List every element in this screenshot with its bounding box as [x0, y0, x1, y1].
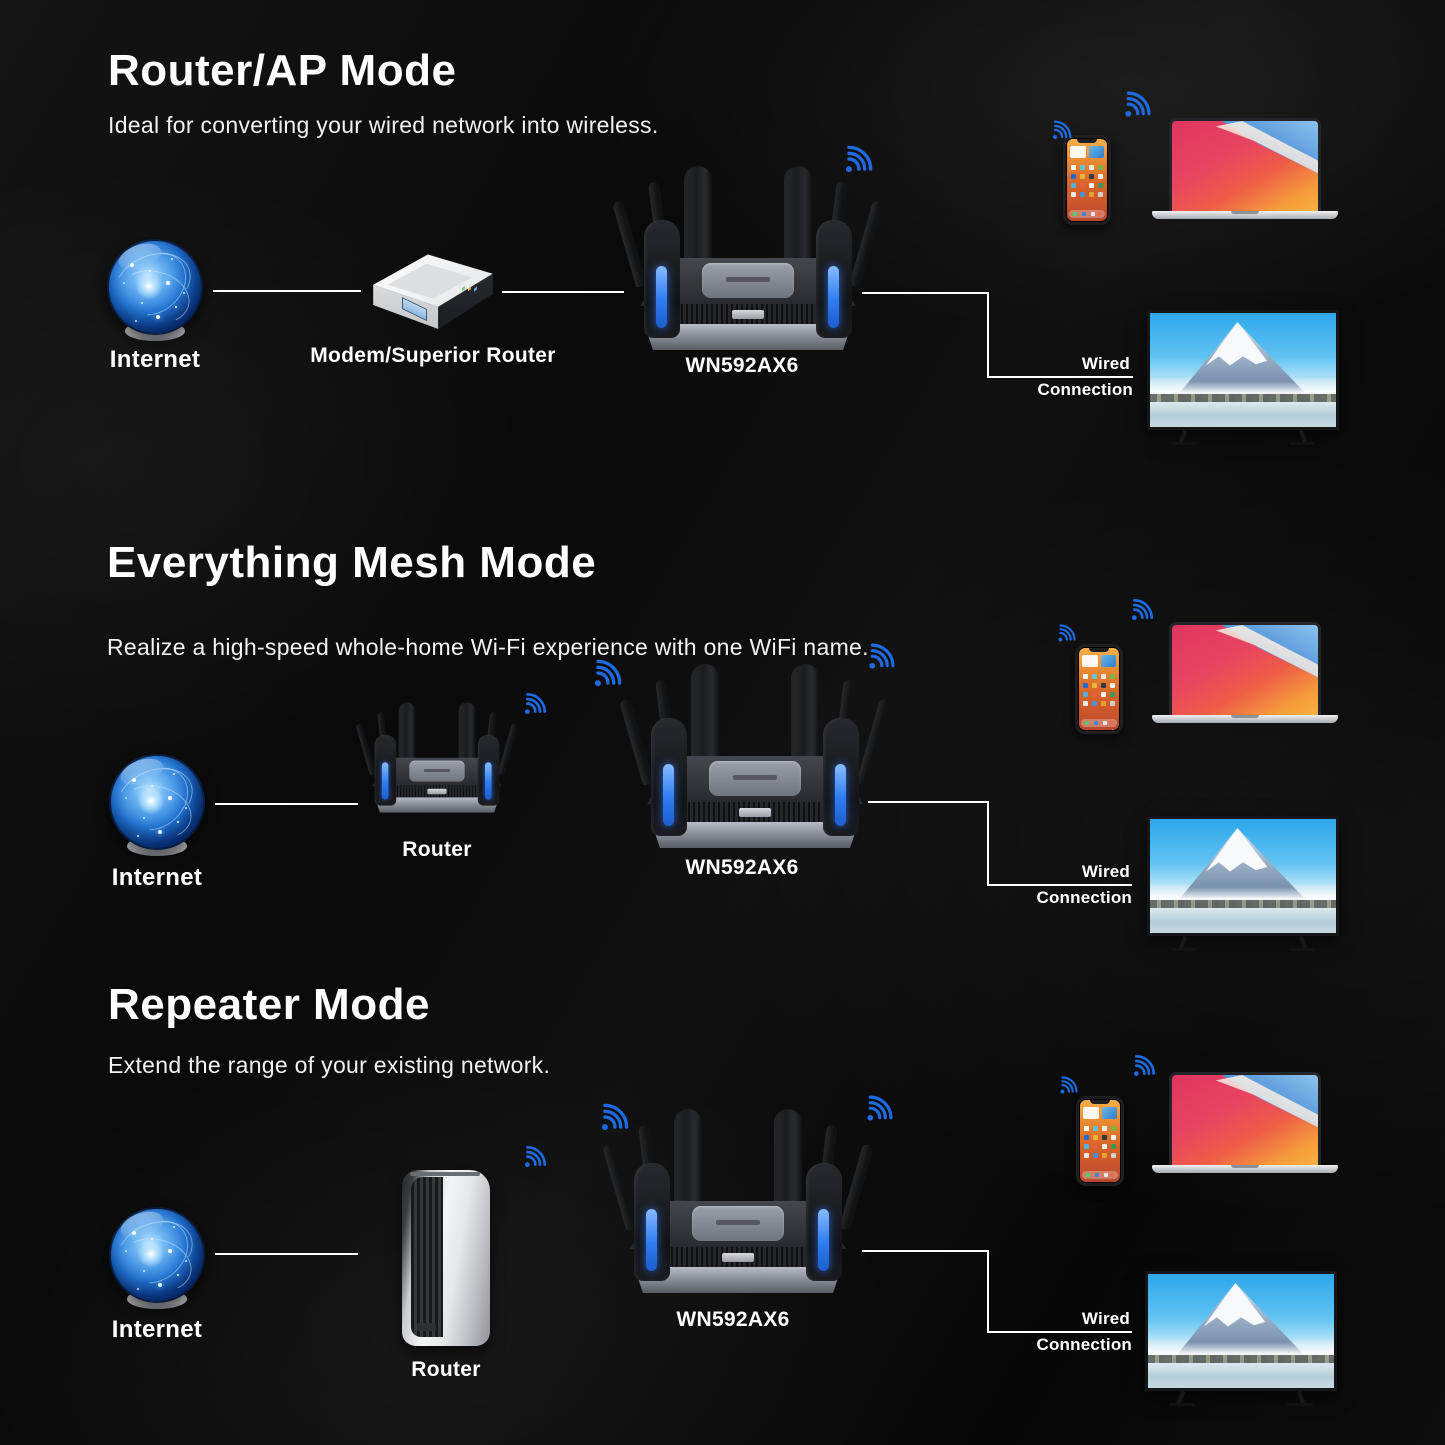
- laptop-screen: [1169, 622, 1321, 715]
- router-model-label: WN592AX6: [685, 856, 799, 879]
- internet-globe: [100, 237, 210, 357]
- wifi-signal-icon: [1124, 596, 1156, 628]
- wired-connection-line: [987, 801, 989, 885]
- wn592ax6-router: [602, 1105, 874, 1295]
- wired-connection-line: [987, 376, 1133, 378]
- connection-line: [215, 1253, 358, 1255]
- wired-connection-line: [862, 292, 988, 294]
- modem-label: Modem/Superior Router: [310, 344, 556, 367]
- laptop-screen: [1169, 118, 1321, 211]
- tv: [1147, 310, 1339, 445]
- internet-label: Internet: [109, 346, 201, 373]
- wired-connection-line: [868, 801, 988, 803]
- internet-label: Internet: [111, 1316, 203, 1343]
- wifi-signal-icon: [1126, 1052, 1158, 1084]
- wired-connection-line: [987, 292, 989, 377]
- internet-globe: [102, 752, 212, 872]
- internet-globe: [102, 1205, 212, 1325]
- wifi-signal-icon: [1116, 88, 1154, 126]
- tv-screen: [1147, 816, 1339, 936]
- wired-connection-label: Connection: [1036, 888, 1132, 907]
- wifi-signal-icon: [517, 690, 549, 722]
- tv: [1145, 1271, 1337, 1406]
- wn592ax6-router: [612, 162, 884, 352]
- wifi-signal-icon: [1054, 1074, 1080, 1100]
- smartphone: [1076, 1096, 1124, 1186]
- wifi-signal-icon: [1052, 622, 1078, 648]
- tv-screen: [1145, 1271, 1337, 1391]
- laptop: [1152, 622, 1338, 723]
- wired-connection-label: Wired: [1081, 354, 1130, 373]
- connection-line: [213, 290, 361, 292]
- antenna: [612, 200, 647, 288]
- section-title: Router/AP Mode: [108, 46, 457, 95]
- wn592ax6-router: [619, 660, 891, 850]
- internet-label: Internet: [111, 864, 203, 891]
- wifi-signal-icon: [836, 142, 876, 182]
- laptop: [1152, 1072, 1338, 1173]
- section-title: Everything Mesh Mode: [107, 538, 597, 587]
- wired-connection-label: Wired: [1081, 1309, 1130, 1328]
- router-label: Router: [402, 838, 472, 861]
- section-subtitle: Extend the range of your existing networ…: [108, 1052, 551, 1078]
- tv-screen: [1147, 310, 1339, 430]
- tower-router: [402, 1170, 490, 1346]
- section-subtitle: Ideal for converting your wired network …: [108, 112, 659, 138]
- led-strip: [656, 266, 667, 328]
- connection-line: [502, 291, 624, 293]
- wifi-signal-icon: [517, 1143, 549, 1175]
- smartphone: [1075, 644, 1123, 734]
- modem-device: [368, 248, 498, 340]
- wifi-signal-icon: [1046, 118, 1074, 146]
- led-strip: [828, 266, 839, 328]
- wired-connection-line: [987, 1250, 989, 1332]
- smartphone: [1063, 135, 1111, 225]
- router-model-label: WN592AX6: [685, 354, 799, 377]
- wifi-signal-icon: [585, 656, 625, 696]
- router-label: Router: [411, 1358, 481, 1381]
- wired-connection-line: [987, 884, 1132, 886]
- wired-connection-line: [862, 1250, 988, 1252]
- laptop-screen: [1169, 1072, 1321, 1165]
- wired-connection-line: [987, 1331, 1132, 1333]
- wired-connection-label: Connection: [1037, 380, 1133, 399]
- wired-connection-label: Connection: [1036, 1335, 1132, 1354]
- wifi-signal-icon: [592, 1100, 632, 1140]
- laptop: [1152, 118, 1338, 219]
- tv: [1147, 816, 1339, 951]
- section-subtitle: Realize a high-speed whole-home Wi-Fi ex…: [107, 634, 869, 660]
- router-model-label: WN592AX6: [676, 1308, 790, 1331]
- connection-line: [215, 803, 358, 805]
- mesh-router: [355, 700, 519, 814]
- router-logo-plate: [702, 263, 794, 298]
- wired-connection-label: Wired: [1081, 862, 1130, 881]
- wifi-signal-icon: [858, 1092, 896, 1130]
- section-title: Repeater Mode: [108, 980, 430, 1029]
